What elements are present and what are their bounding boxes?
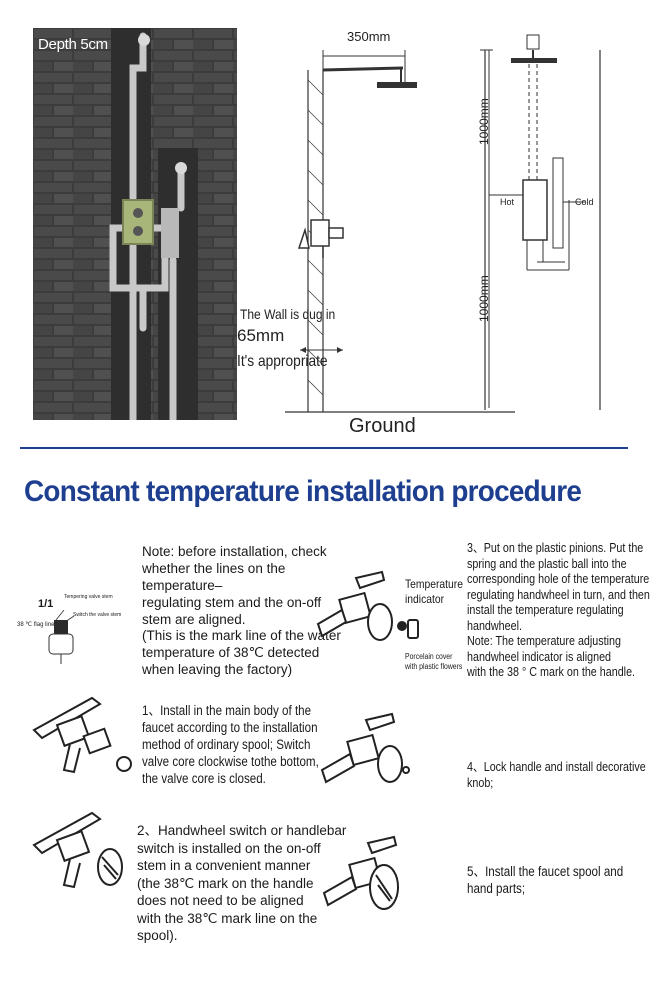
step-line: 3、Put on the plastic pinions. Put the xyxy=(467,541,644,555)
step-line: hand parts; xyxy=(467,880,526,896)
step-line: with the 38 ° C mark on the handle. xyxy=(467,665,636,679)
wall-section xyxy=(307,70,324,412)
note-line: temperature of 38℃ detected xyxy=(142,645,320,661)
wall-installation-photo xyxy=(33,28,237,420)
switch-stem-label: Switch the valve stem xyxy=(73,612,122,618)
step-1-text: 1、Install in the main body of the faucet… xyxy=(142,703,323,787)
page-title: Constant temperature installation proced… xyxy=(24,475,582,508)
step-line: 4、Lock handle and install decorative xyxy=(467,760,646,774)
porcelain-cover-label: Porcelain cover xyxy=(405,652,453,661)
step-line: knob; xyxy=(467,775,494,790)
step5-spool-illustration xyxy=(322,835,399,910)
step-line: the valve core is closed. xyxy=(142,770,266,786)
step-4-text: 4、Lock handle and install decorative kno… xyxy=(467,760,646,791)
tempering-stem-label: Tempering valve stem xyxy=(64,594,113,600)
valve-core-icon xyxy=(48,610,75,664)
brick-wall-illustration xyxy=(33,28,237,420)
step-line: corresponding hole of the temperature xyxy=(467,572,650,586)
step3-temperature-wheel-illustration xyxy=(316,570,419,641)
note-line: whether the lines on the temperature– xyxy=(142,560,286,593)
step-line: regulating handwheel in turn, and then xyxy=(467,587,650,602)
step4-lock-handle-illustration xyxy=(320,712,410,784)
temperature-indicator-label: Temperature xyxy=(405,577,463,591)
step1-faucet-illustration xyxy=(32,696,132,774)
step-5-text: 5、Install the faucet spool and hand part… xyxy=(467,864,623,898)
step-2-text: 2、Handwheel switch or handlebar switch i… xyxy=(137,822,346,945)
step-line: spool). xyxy=(137,928,178,944)
step2-handwheel-illustration xyxy=(32,811,123,889)
ground-label: Ground xyxy=(349,415,416,437)
upper-height-dimension: 1000mm xyxy=(477,98,491,145)
note-line: Note: before installation, check xyxy=(142,544,327,559)
temperature-indicator-label-2: indicator xyxy=(405,592,445,606)
note-line: regulating stem and the on-off xyxy=(142,594,322,610)
step-line: valve core clockwise tothe bottom, xyxy=(142,753,319,769)
step-line: with the 38℃ mark line on the xyxy=(137,910,318,926)
flag-line-label: 38 ℃ flag line xyxy=(17,622,55,628)
step-line: switch is installed on the on-off xyxy=(137,840,321,856)
porcelain-cover-label-2: with plastic flowers xyxy=(405,662,463,671)
step-line: 2、Handwheel switch or handlebar xyxy=(137,823,347,838)
appropriate-note: It's appropriate xyxy=(237,353,328,370)
step-line: (the 38℃ mark on the handle xyxy=(137,875,314,891)
section-divider xyxy=(20,447,628,449)
shower-head xyxy=(377,82,417,88)
note-line: stem are aligned. xyxy=(142,611,246,627)
step-line: 1、Install in the main body of the xyxy=(142,703,312,718)
step-line: 5、Install the faucet spool and xyxy=(467,864,624,879)
step-line: stem in a convenient manner xyxy=(137,858,311,874)
step-line: Note: The temperature adjusting xyxy=(467,634,621,648)
depth-label: Depth 5cm xyxy=(38,36,108,53)
width-dimension-label: 350mm xyxy=(347,29,391,44)
front-view-diagram xyxy=(480,34,601,410)
lower-height-dimension: 1000mm xyxy=(477,275,491,322)
step-line: spring and the plastic ball into the xyxy=(467,556,627,571)
step-line: handwheel indicator is aligned xyxy=(467,649,612,664)
shower-dimension-diagram xyxy=(285,34,601,413)
note-line: when leaving the factory) xyxy=(142,662,293,678)
step-line: method of ordinary spool; Switch xyxy=(142,736,311,752)
shower-arm xyxy=(322,66,404,72)
step-line: handwheel. xyxy=(467,618,522,633)
cold-label: Cold xyxy=(575,197,594,207)
step-line: install the temperature regulating xyxy=(467,603,624,617)
pre-install-note: Note: before installation, check whether… xyxy=(142,544,342,679)
step-line: does not need to be aligned xyxy=(137,893,304,909)
step-3-text: 3、Put on the plastic pinions. Put the sp… xyxy=(467,541,650,681)
step-line: faucet according to the installation xyxy=(142,719,318,735)
dug-depth-value: 65mm xyxy=(237,326,285,345)
ratio-label: 1/1 xyxy=(38,598,54,610)
hot-label: Hot xyxy=(500,197,515,207)
wall-dug-note: The Wall is dug in xyxy=(240,306,336,322)
note-line: (This is the mark line of the water xyxy=(142,628,341,644)
mixer-valve xyxy=(297,219,344,258)
